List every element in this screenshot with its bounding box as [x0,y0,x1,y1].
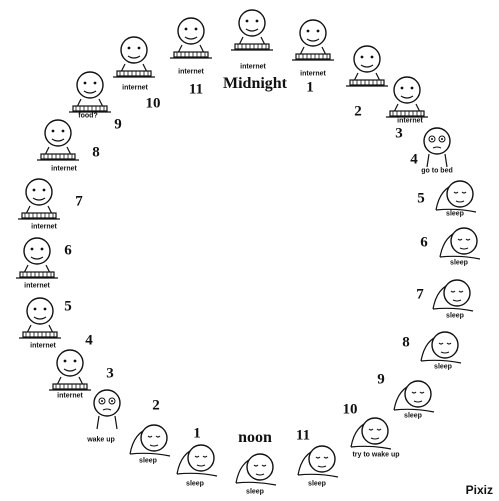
face-11am [294,435,340,481]
face-9am [390,370,436,416]
hour-6pm: 6 [64,242,72,259]
pixiz-watermark: Pixiz [465,483,493,497]
caption-11am: sleep [308,480,326,488]
hour-3pm: 3 [106,365,114,382]
face-7am [429,269,475,315]
hour-6am: 6 [420,234,428,251]
hour-7pm: 7 [75,193,83,210]
caption-8am: sleep [434,363,452,371]
hour-7am: 7 [416,286,424,303]
face-3am [384,74,430,120]
caption-5am: sleep [446,210,464,218]
caption-6am: sleep [450,259,468,267]
face-6am [436,217,482,263]
face-midnight [229,7,275,53]
hour-8am: 8 [402,334,410,351]
caption-noon: sleep [246,488,264,496]
hour-5pm: 5 [64,298,72,315]
caption-10pm: internet [122,84,148,92]
hour-11pm: 11 [188,81,204,98]
face-2pm [126,414,172,460]
caption-2am: internet [397,117,423,125]
hour-9am: 9 [377,371,385,388]
caption-3pm: wake up [87,436,115,444]
caption-7pm: internet [31,223,57,231]
hour-11am: 11 [295,427,311,444]
midnight-label: Midnight [222,75,288,92]
hour-3am: 3 [395,125,403,142]
face-1pm [173,434,219,480]
hour-1am: 1 [306,79,314,96]
face-4am [415,123,461,169]
face-5pm [17,295,63,341]
face-11pm [168,15,214,61]
caption-8pm: internet [51,165,77,173]
hour-4pm: 4 [85,332,93,349]
caption-2pm: sleep [139,457,157,465]
caption-1am: internet [300,70,326,78]
face-10pm [111,34,157,80]
caption-10am: try to wake up [352,451,400,459]
caption-9pm: food? [78,112,98,120]
face-7pm [16,176,62,222]
face-5am [432,170,478,216]
hour-10am: 10 [342,401,358,418]
hour-2pm: 2 [152,397,160,414]
caption-midnight: internet [240,63,266,71]
face-6pm [14,235,60,281]
face-1am [290,17,336,63]
caption-11pm: internet [178,68,204,76]
face-10am [347,407,393,453]
face-noon [232,443,278,489]
hour-4am: 4 [410,151,418,168]
caption-5pm: internet [30,342,56,350]
hour-1pm: 1 [193,425,201,442]
face-9pm [67,69,113,115]
hour-9pm: 9 [114,116,122,133]
caption-6pm: internet [24,282,50,290]
caption-7am: sleep [446,312,464,320]
hour-8pm: 8 [92,144,100,161]
hour-5am: 5 [417,190,425,207]
face-8pm [35,117,81,163]
face-8am [417,321,463,367]
hour-2am: 2 [354,103,362,120]
face-4pm [47,347,93,393]
hour-10pm: 10 [145,95,161,112]
caption-9am: sleep [404,412,422,420]
caption-4am: go to bed [421,167,453,175]
noon-label: noon [238,429,272,446]
caption-1pm: sleep [186,480,204,488]
caption-4pm: internet [57,392,83,400]
